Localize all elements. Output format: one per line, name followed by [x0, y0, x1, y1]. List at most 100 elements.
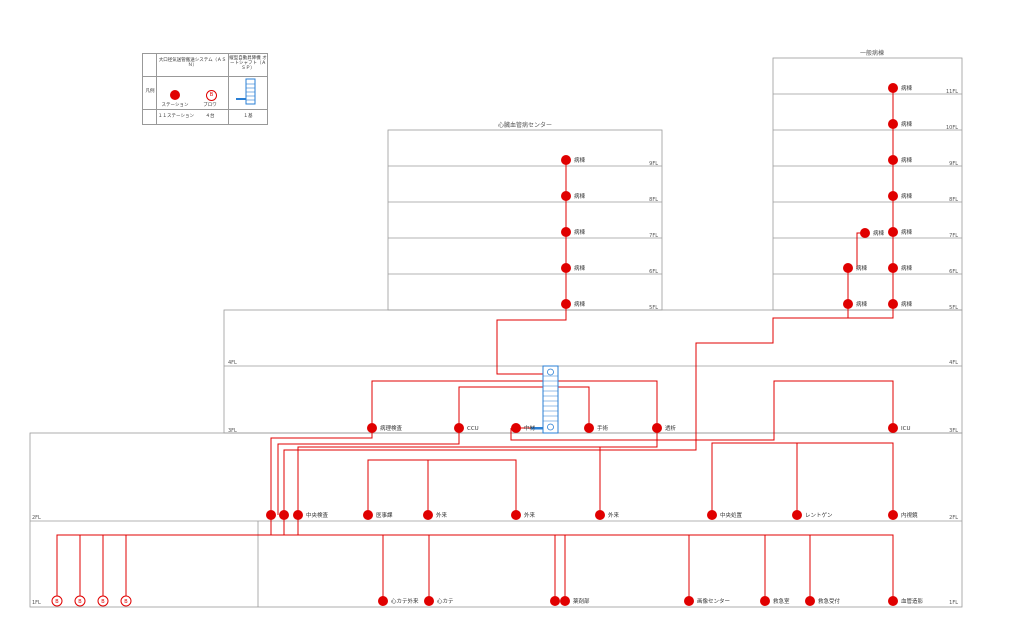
label-ccu: CCU [467, 426, 479, 432]
legend-station-icon [170, 90, 180, 100]
station-ward-5fl-left [561, 299, 571, 309]
label-ward-9fl-right: 病棟 [901, 156, 913, 164]
label-pharmacy: 薬剤部 [573, 597, 590, 605]
station-emergency-reception [805, 596, 815, 606]
station-cath-outpatient [378, 596, 388, 606]
floor-label-7fl-right: 7FL [949, 233, 958, 239]
label-ward-6fl-right: 病棟 [901, 264, 913, 272]
floor-label-2fl-left: 2FL [32, 515, 41, 521]
floor-label-5fl-right: 5FL [949, 305, 958, 311]
label-ward-6fl-left: 病棟 [574, 264, 586, 272]
blower-4-mark: B [124, 599, 128, 605]
legend-divider [156, 54, 157, 124]
station-emergency-room [760, 596, 770, 606]
label-emergency-reception: 救急受付 [818, 597, 841, 605]
floor-label-9fl-right: 9FL [949, 161, 958, 167]
floor-label-8fl-right: 8FL [949, 197, 958, 203]
floor-label-1fl-right: 1FL [949, 600, 958, 606]
label-pathology: 病理検査 [380, 424, 403, 432]
legend-blower-label: ブロワ [203, 103, 217, 108]
station-dialysis [652, 423, 662, 433]
station-1fl-a [550, 596, 560, 606]
label-angiography: 血管造影 [901, 597, 924, 605]
floor-label-2fl-right: 2FL [949, 515, 958, 521]
label-radiology: レントゲン [805, 511, 833, 519]
blower-3-mark: B [101, 599, 105, 605]
station-ward-11fl-right [888, 83, 898, 93]
floor-label-1fl-left: 1FL [32, 600, 41, 606]
label-imaging-center: 画像センター [697, 597, 730, 605]
floor-label-4fl-right: 4FL [949, 360, 958, 366]
station-outpatient-2 [511, 510, 521, 520]
label-ward-8fl-right: 病棟 [901, 192, 913, 200]
legend-autoshaft-icon [236, 78, 256, 105]
middle-block-outline [223, 309, 963, 434]
label-outpatient-2: 外来 [524, 511, 536, 519]
label-emergency-room: 救急室 [773, 597, 790, 605]
blower-4 [120, 595, 132, 607]
label-ward-5fl-right: 病棟 [901, 300, 913, 308]
label-cath-outpatient: 心カテ外来 [391, 597, 419, 605]
floor-label-3fl-right: 3FL [949, 428, 958, 434]
station-surgery [584, 423, 594, 433]
label-icu: ICU [901, 426, 911, 432]
station-radiology [792, 510, 802, 520]
legend-asn-title: 大口径気送管搬送システム（ＡＳＮ） [158, 58, 227, 68]
label-endoscopy: 内視鏡 [901, 511, 918, 519]
station-ward-10fl-right [888, 119, 898, 129]
blower-1 [51, 595, 63, 607]
legend-row-label: 凡例 [145, 89, 155, 94]
station-pharmacy [560, 596, 570, 606]
label-ward-7fl-left: 病棟 [574, 228, 586, 236]
station-pathology [367, 423, 377, 433]
label-surgery: 手術 [597, 424, 609, 432]
station-medical-affairs [363, 510, 373, 520]
legend-divider [228, 54, 229, 124]
right-tower-outline [772, 57, 963, 311]
legend-divider [143, 109, 267, 110]
right-tower-title: 一般病棟 [860, 49, 884, 57]
station-ward-9fl-right [888, 155, 898, 165]
station-icu [888, 423, 898, 433]
floor-label-9fl-left: 9FL [649, 161, 658, 167]
label-central-lab: 中央検査 [306, 511, 329, 519]
station-2fl-a [266, 510, 276, 520]
station-ward-8fl-left [561, 191, 571, 201]
station-ccu [454, 423, 464, 433]
label-ward-11fl-right: 病棟 [901, 84, 913, 92]
blower-1-mark: B [55, 599, 59, 605]
blower-2 [74, 595, 86, 607]
label-ward-9fl-left: 病棟 [574, 156, 586, 164]
legend-shaft-count: １基 [243, 114, 253, 119]
label-outpatient-1: 外来 [436, 511, 448, 519]
left-tower-outline [387, 129, 663, 311]
floor-label-8fl-left: 8FL [649, 197, 658, 203]
station-ward-8fl-right [888, 191, 898, 201]
station-endoscopy [888, 510, 898, 520]
label-dialysis: 透析 [665, 424, 677, 432]
building-outlines [29, 57, 963, 608]
blower-2-mark: B [78, 599, 82, 605]
station-ward-6fl-left [561, 263, 571, 273]
station-ward-6fl-right [888, 263, 898, 273]
station-ward-9fl-left [561, 155, 571, 165]
station-ward-7fl-right [888, 227, 898, 237]
floor-label-4fl-left: 4FL [228, 360, 237, 366]
label-ward-7fl-right-b: 病棟 [873, 229, 885, 237]
blower-3 [97, 595, 109, 607]
label-outpatient-3: 外来 [608, 511, 620, 519]
floor-label-5fl-left: 5FL [649, 305, 658, 311]
legend-station-count: １１ステーション [158, 114, 194, 119]
station-angiography [888, 596, 898, 606]
station-imaging-center [684, 596, 694, 606]
label-ward-5fl-right-b: 病棟 [856, 300, 868, 308]
label-medical-affairs: 医事課 [376, 511, 393, 519]
legend-asp-title: 縦型自動昇降機 オートシャフト（ＡＳＰ） [229, 56, 267, 71]
left-tower-title: 心臓血管病センター [498, 121, 552, 129]
station-central-supply [511, 423, 521, 433]
station-outpatient-1 [423, 510, 433, 520]
label-ward-10fl-right: 病棟 [901, 120, 913, 128]
legend-divider [143, 76, 267, 77]
base-block-outline [29, 432, 963, 608]
